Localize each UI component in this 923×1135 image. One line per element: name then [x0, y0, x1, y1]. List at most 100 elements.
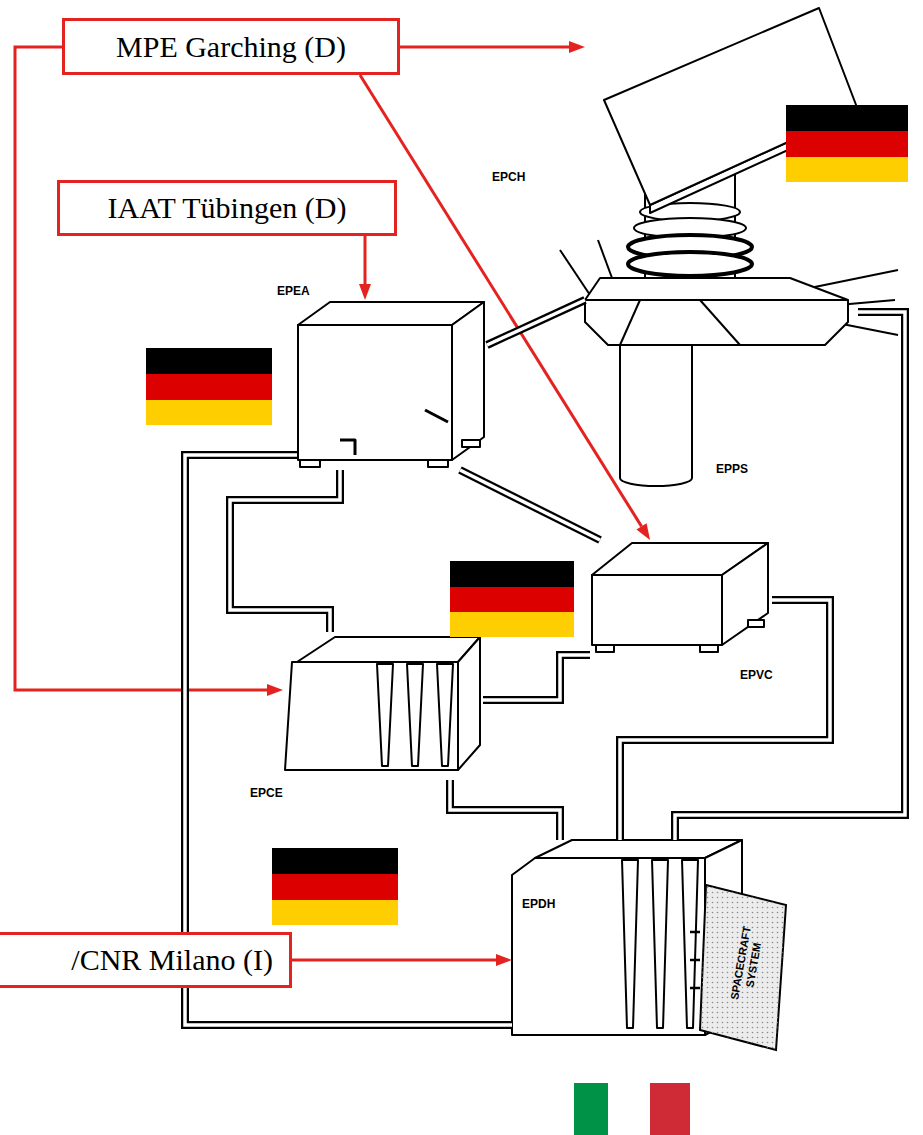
- housing-edge: [700, 300, 740, 345]
- electronics-unit: EPCE: [283, 632, 483, 780]
- arrow-head: [359, 284, 371, 300]
- strut: [560, 250, 592, 298]
- flag-stripe: [450, 612, 574, 637]
- flag-stripe: [574, 1083, 608, 1135]
- cooling-fin: [407, 664, 423, 766]
- institute-callout: /CNR Milano (I): [0, 932, 292, 988]
- box-side: [722, 543, 768, 645]
- german-flag: [786, 105, 908, 182]
- cooling-fin: [682, 860, 698, 1028]
- flag-stripe: [146, 400, 272, 425]
- german-flag: [272, 848, 398, 925]
- box-foot: [462, 440, 480, 447]
- cable: [460, 470, 600, 540]
- wire: [690, 931, 700, 934]
- flag-stripe: [450, 587, 574, 612]
- box-foot: [700, 645, 718, 652]
- cable: [675, 312, 905, 840]
- cable-core: [483, 655, 590, 700]
- arrow-line: [400, 46, 569, 49]
- cable: [620, 600, 830, 840]
- flag-stripe: [786, 131, 908, 157]
- cable: [690, 932, 700, 988]
- institute-callout: IAAT Tübingen (D): [57, 180, 397, 236]
- strut: [598, 240, 612, 278]
- cable: [487, 300, 585, 345]
- plate-texture: [700, 885, 786, 1050]
- institute-name: IAAT Tübingen (D): [108, 191, 347, 225]
- connector-stub: [425, 410, 448, 422]
- flag-stripe: [272, 900, 398, 925]
- cable-core: [675, 312, 905, 840]
- epea-box-drawing: [298, 302, 484, 467]
- box-front: [512, 858, 705, 1035]
- flag-stripe: [272, 848, 398, 874]
- flag-stripe: [146, 348, 272, 374]
- unit-label: EPCH: [492, 170, 525, 184]
- cable-outline: [460, 470, 600, 540]
- electronics-unit: EPEA: [297, 300, 487, 470]
- ring: [628, 252, 752, 276]
- unit-label: EPCE: [250, 786, 283, 800]
- box-side: [452, 302, 484, 460]
- arrow-head: [636, 523, 650, 540]
- arrow-head: [569, 41, 585, 53]
- arrow-head: [267, 684, 283, 696]
- unit-label: SPACECRAFT SYSTEM: [727, 918, 767, 1009]
- cable-core: [487, 300, 585, 345]
- cable-outline: [450, 780, 560, 840]
- cooling-fin: [437, 664, 453, 766]
- housing-edge: [620, 300, 640, 345]
- box-foot: [300, 460, 320, 467]
- arrow-head: [496, 954, 512, 966]
- connector-stub: [340, 440, 355, 455]
- cable-outline: [483, 655, 590, 700]
- italian-flag: [574, 1083, 690, 1135]
- spacecraft-interface: SPACECRAFT SYSTEM: [700, 878, 794, 1050]
- camera-head-unit: EPCH: [585, 6, 858, 345]
- institute-name: /CNR Milano (I): [71, 943, 273, 977]
- cable-outline: [620, 600, 830, 840]
- unit-label: EPVC: [740, 668, 773, 682]
- spacecraft-plate: [700, 885, 786, 1050]
- cable: [483, 655, 590, 700]
- cooling-fin: [377, 664, 393, 766]
- housing-edge: [585, 299, 848, 301]
- cable-core: [620, 600, 830, 840]
- cable-core: [230, 470, 340, 632]
- cable: [450, 780, 560, 840]
- cooling-fin: [652, 860, 668, 1028]
- cable-outline: [487, 300, 585, 345]
- institute-name: MPE Garching (D): [116, 30, 346, 64]
- cooling-fin: [622, 860, 638, 1028]
- cable-core: [450, 780, 560, 840]
- callout-arrow: [15, 47, 283, 696]
- flag-stripe: [786, 157, 908, 182]
- electronics-unit: EPVC: [590, 540, 772, 665]
- callout-arrow: [400, 41, 585, 53]
- flag-stripe: [272, 874, 398, 900]
- camera-head-drawing: [560, 8, 898, 486]
- box-foot: [428, 460, 448, 467]
- arrow-line: [360, 75, 642, 526]
- callout-arrow: [292, 954, 512, 966]
- box-front: [298, 325, 452, 460]
- unit-label: EPEA: [277, 284, 310, 298]
- box-foot: [748, 620, 764, 627]
- power-unit: EPPS: [618, 345, 694, 482]
- camera-housing: [585, 278, 848, 345]
- flag-stripe: [650, 1083, 690, 1135]
- german-flag: [450, 561, 574, 637]
- wire: [690, 959, 700, 962]
- power-cylinder: [620, 345, 692, 486]
- cable: [230, 470, 340, 632]
- wire: [690, 987, 700, 990]
- epce-box-drawing: [285, 637, 480, 770]
- callout-arrow: [360, 75, 650, 540]
- box-front: [285, 662, 458, 770]
- unit-label: EPPS: [716, 462, 748, 476]
- unit-label: EPDH: [522, 897, 555, 911]
- cable-outline: [675, 312, 905, 840]
- box-foot: [596, 645, 614, 652]
